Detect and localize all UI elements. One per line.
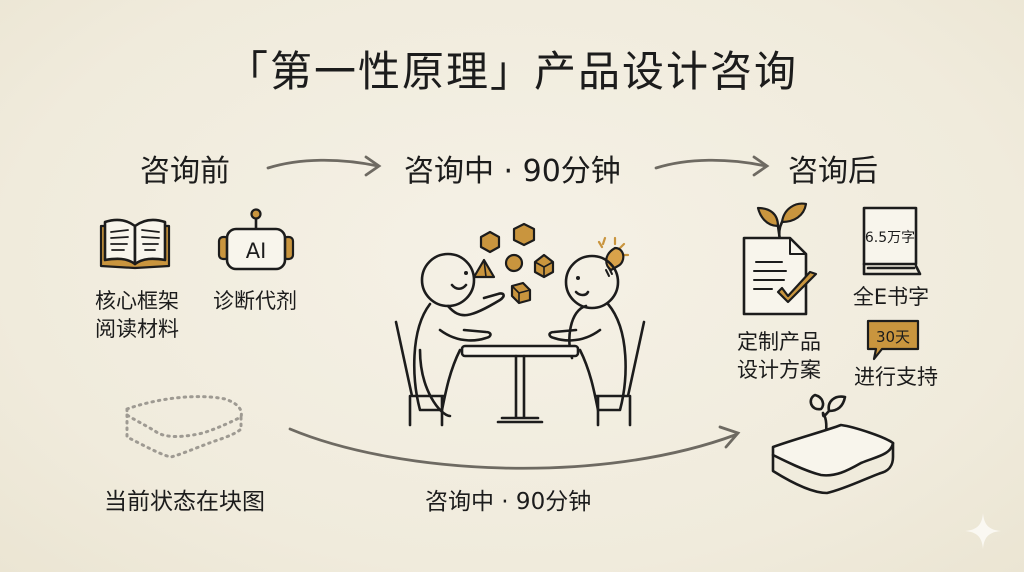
hexagon-shape-icon (512, 222, 536, 247)
pyramid-shape-icon (472, 258, 496, 279)
after-item-ebook-label: 全E书字 (852, 285, 930, 309)
open-book-icon (99, 218, 171, 270)
block-with-sprout-icon (771, 393, 895, 495)
stage-before-label: 咨询前 (140, 154, 230, 189)
dotted-block-icon (125, 395, 243, 459)
days-text: 30天 (876, 328, 910, 346)
sparkle-icon (965, 513, 1001, 549)
two-people-at-table-icon (394, 222, 646, 427)
hexagon-shape-icon (479, 230, 501, 254)
after-item-support-label: 进行支持 (854, 365, 938, 389)
long-transform-arrow-icon (288, 425, 741, 470)
ai-text: AI (246, 239, 267, 263)
book-icon: 6.5万字 (862, 206, 922, 276)
arrow-during-to-after-icon (654, 155, 770, 177)
bottom-during-label: 咨询中 · 90分钟 (425, 489, 592, 515)
current-state-label: 当前状态在块图 (104, 489, 265, 515)
stage-after-label: 咨询后 (788, 154, 878, 189)
speech-bubble-icon: 30天 (866, 319, 920, 361)
lightbulb-icon (597, 236, 630, 277)
document-sprout-check-icon (742, 202, 818, 316)
before-item-reading-label: 核心框架 阅读材料 (95, 289, 179, 341)
sphere-shape-icon (504, 253, 524, 273)
after-item-plan-label: 定制产品 设计方案 (737, 330, 821, 382)
page-title: 「第一性原理」产品设计咨询 (225, 47, 798, 96)
word-count-text: 6.5万字 (865, 230, 915, 246)
before-item-diagnosis-label: 诊断代剂 (213, 289, 297, 313)
stage-during-label: 咨询中 · 90分钟 (404, 154, 621, 189)
arrow-before-to-during-icon (266, 155, 382, 177)
ai-robot-icon: AI (217, 208, 295, 271)
